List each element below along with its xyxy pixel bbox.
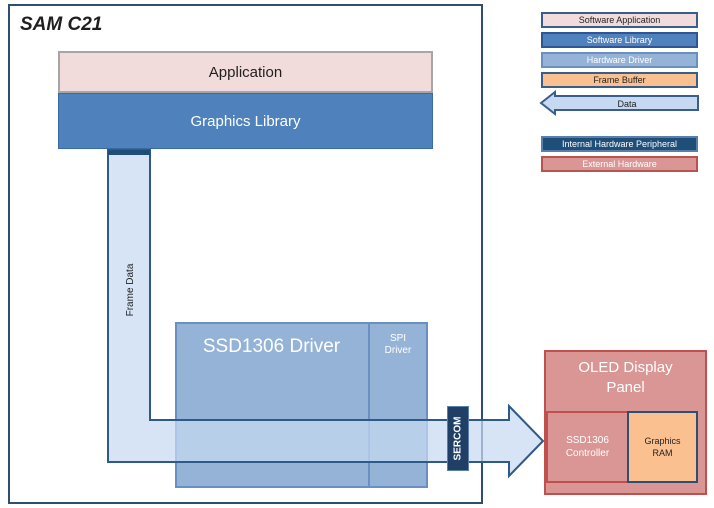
- legend-internal-peripheral-label: Internal Hardware Peripheral: [561, 139, 678, 149]
- legend-software-application: Software Application: [541, 12, 698, 28]
- legend-data-label: Data: [617, 99, 636, 109]
- legend-internal-peripheral: Internal Hardware Peripheral: [541, 136, 698, 152]
- frame-data-label: Frame Data: [125, 263, 136, 316]
- legend-data-arrow: Data: [539, 90, 699, 116]
- controller-line2: Controller: [565, 448, 610, 459]
- legend-external-hardware: External Hardware: [541, 156, 698, 172]
- graphics-library-label: Graphics Library: [190, 112, 301, 130]
- ssd1306-controller: SSD1306 Controller: [546, 411, 629, 483]
- legend-frame-buffer-label: Frame Buffer: [593, 75, 646, 85]
- spi-driver-label-line2: Driver: [384, 345, 412, 356]
- sercom-label: SERCOM: [452, 416, 464, 461]
- spi-driver-label: SPI Driver: [370, 333, 426, 357]
- spi-driver-label-line1: SPI: [389, 333, 407, 344]
- oled-title: OLED Display Panel: [544, 358, 707, 398]
- legend-frame-buffer: Frame Buffer: [541, 72, 698, 88]
- graphics-library-block: Graphics Library: [58, 93, 433, 149]
- ssd1306-driver-label: SSD1306 Driver: [202, 336, 341, 357]
- legend-software-library: Software Library: [541, 32, 698, 48]
- graphics-ram-line1: Graphics: [644, 436, 681, 446]
- application-label: Application: [208, 63, 283, 81]
- sercom-peripheral: SERCOM: [447, 406, 469, 471]
- driver-divider: [368, 322, 370, 488]
- oled-title-line1: OLED Display: [578, 359, 673, 376]
- frame-data-arrow: [107, 149, 545, 479]
- chip-boundary: [8, 4, 483, 504]
- graphics-ram-line2: RAM: [652, 448, 673, 458]
- graphics-ram: Graphics RAM: [627, 411, 698, 483]
- legend-hardware-driver: Hardware Driver: [541, 52, 698, 68]
- application-block: Application: [58, 51, 433, 93]
- chip-title: SAM C21: [20, 14, 103, 35]
- legend-hardware-driver-label: Hardware Driver: [586, 55, 653, 65]
- controller-line1: SSD1306: [566, 435, 609, 446]
- legend-software-library-label: Software Library: [586, 35, 653, 45]
- legend-software-application-label: Software Application: [578, 15, 661, 25]
- oled-title-line2: Panel: [606, 379, 645, 396]
- legend-external-hardware-label: External Hardware: [582, 159, 657, 169]
- frame-data-source-cap: [108, 150, 150, 155]
